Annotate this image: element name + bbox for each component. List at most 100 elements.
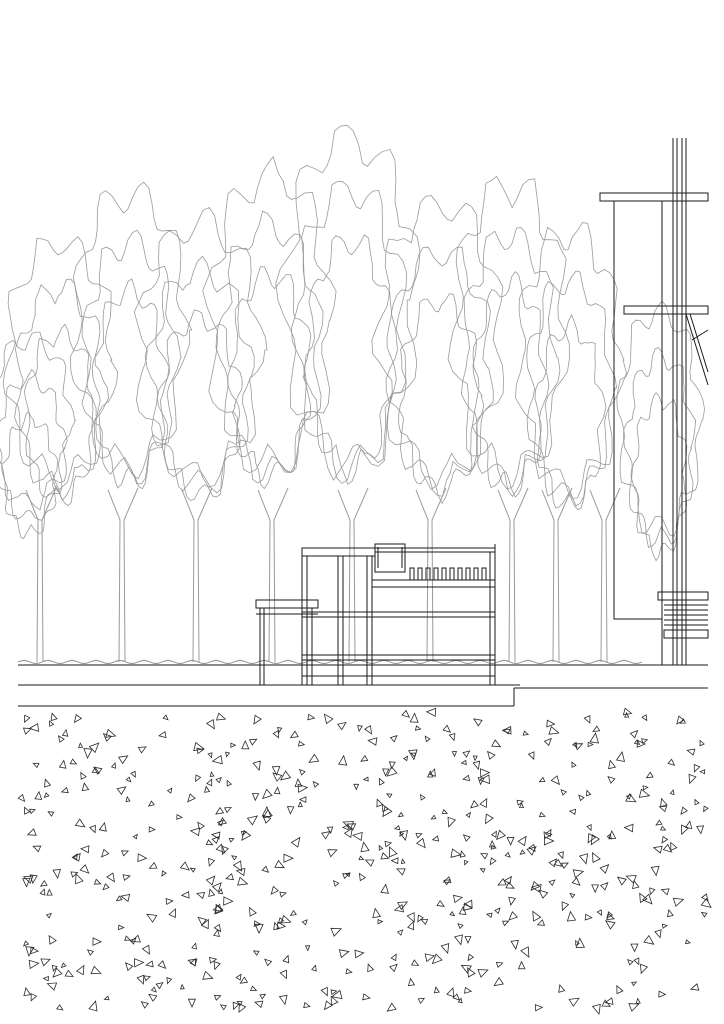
soil-grain	[360, 841, 370, 853]
canopy-outline	[515, 222, 627, 499]
soil-grain	[625, 875, 637, 884]
soil-grain	[566, 910, 577, 922]
soil-grain	[699, 739, 705, 747]
canopy-outline	[70, 181, 193, 480]
soil-grain	[137, 853, 148, 863]
soil-grain	[586, 789, 592, 797]
soil-grain	[465, 811, 471, 818]
soil-grain	[225, 873, 234, 881]
soil-grain	[189, 867, 196, 873]
soil-grain	[137, 746, 147, 754]
soil-grain	[279, 891, 287, 898]
soil-grain	[386, 766, 398, 777]
soil-grain	[686, 748, 696, 756]
soil-grain	[179, 861, 190, 871]
soil-grain	[532, 910, 542, 922]
soil-grain	[47, 811, 55, 817]
soil-grain	[52, 868, 61, 879]
soil-grain	[502, 728, 511, 735]
soil-grain	[527, 751, 535, 761]
baluster	[473, 567, 479, 581]
soil-grain	[304, 945, 311, 952]
soil-grain	[560, 788, 568, 796]
soil-grain	[462, 774, 471, 782]
soil-grain	[272, 772, 283, 782]
soil-grain	[480, 853, 489, 860]
canopy-outline	[91, 278, 170, 490]
soil-grain	[330, 927, 343, 937]
soil-grain	[457, 923, 464, 930]
soil-grain	[643, 934, 655, 945]
soil-grain	[606, 911, 614, 919]
soil-grain	[396, 868, 406, 876]
soil-grain	[120, 850, 130, 857]
soil-grain	[378, 844, 384, 851]
soil-grain	[377, 918, 384, 925]
soil-grain	[272, 730, 280, 739]
soil-grain	[506, 836, 515, 846]
soil-grain	[58, 735, 65, 743]
soil-grain	[39, 879, 48, 887]
soil-grain	[28, 959, 40, 970]
soil-grain	[696, 825, 705, 835]
soil-grain	[323, 713, 334, 725]
soil-grain	[129, 937, 137, 945]
soil-grain	[624, 711, 630, 718]
soil-grain	[425, 707, 437, 717]
soil-grain	[205, 875, 216, 886]
soil-grain	[616, 984, 624, 995]
soil-grain	[337, 721, 347, 731]
soil-grain	[30, 946, 40, 955]
soil-grain	[80, 845, 90, 854]
soil-grain	[115, 895, 123, 902]
soil-grain	[179, 983, 185, 990]
soil-grain	[271, 766, 281, 776]
soil-grain	[252, 760, 261, 772]
soil-grain	[489, 857, 497, 866]
soil-grain	[351, 831, 363, 841]
soil-hatch	[17, 707, 712, 1015]
soil-grain	[320, 986, 328, 997]
canopy-outline	[2, 236, 119, 492]
soil-grain	[661, 835, 669, 844]
soil-grain	[623, 823, 634, 833]
soil-grain	[28, 722, 39, 732]
soil-grain	[283, 853, 294, 863]
soil-grain	[530, 883, 542, 893]
soil-grain	[158, 731, 167, 739]
soil-grain	[606, 833, 613, 840]
soil-grain	[639, 892, 648, 904]
soil-grain	[161, 870, 167, 877]
tree-trunks	[25, 487, 621, 663]
soil-grain	[536, 919, 546, 926]
soil-grain	[485, 813, 494, 825]
soil-grain	[479, 797, 488, 809]
soil-grain	[571, 761, 577, 768]
soil-grain	[343, 827, 353, 839]
soil-grain	[464, 859, 469, 866]
soil-grain	[90, 965, 102, 975]
soil-grain	[443, 879, 452, 886]
soil-grain	[64, 969, 74, 977]
soil-grain	[592, 851, 601, 864]
soil-grain	[699, 769, 706, 775]
soil-grain	[208, 857, 216, 867]
deck-slab	[18, 684, 708, 707]
tower-slats	[664, 599, 708, 626]
soil-grain	[180, 891, 190, 899]
soil-grain	[219, 1004, 227, 1011]
soil-grain	[693, 763, 701, 773]
soil-grain	[23, 986, 32, 997]
soil-grain	[237, 876, 249, 886]
soil-grain	[118, 924, 125, 931]
soil-grain	[211, 754, 223, 765]
soil-grain	[279, 770, 292, 781]
pavilion-frame	[301, 543, 496, 685]
soil-grain	[486, 750, 496, 760]
soil-grain	[46, 982, 58, 991]
soil-grain	[205, 839, 214, 846]
soil-grain	[684, 939, 692, 945]
soil-grain	[230, 742, 237, 748]
soil-grain	[472, 755, 478, 762]
canopy-outline	[630, 392, 688, 562]
